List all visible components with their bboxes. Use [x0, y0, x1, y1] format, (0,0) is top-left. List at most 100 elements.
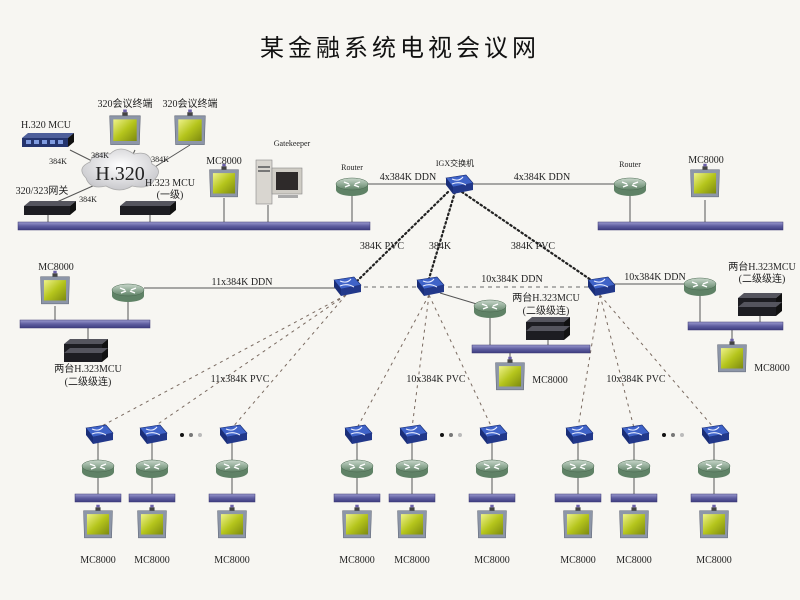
mcu-cascade-label: (二级级连)	[65, 375, 112, 388]
router-label: Router	[341, 163, 363, 172]
pvc-branch-link	[577, 294, 601, 429]
right-mid-switch-icon	[587, 276, 616, 296]
branch-switch-icon	[621, 424, 650, 444]
left-lan-bus	[19, 319, 151, 329]
ddn-link-label: 10x384K DDN	[481, 274, 542, 285]
ellipsis-dots	[440, 433, 462, 437]
branch-lan-bus	[208, 493, 256, 503]
terminal-2-monitor-icon	[174, 109, 206, 145]
mcu-unit-icon	[738, 302, 782, 316]
branch-router-icon	[617, 459, 651, 478]
mc8000-label: MC8000	[38, 262, 74, 273]
mcu-unit-icon	[64, 348, 108, 362]
link-384k-label: 384K	[79, 195, 97, 204]
pvc-branch-link	[231, 294, 347, 429]
branch-mc8000-label: MC8000	[214, 555, 250, 566]
branch-mc8000-monitor-icon	[477, 504, 507, 539]
branch-mc8000-monitor-icon	[619, 504, 649, 539]
right-mc8000-monitor-icon	[717, 338, 747, 373]
branch-router-icon	[81, 459, 115, 478]
terminal-2-label: 320会议终端	[163, 97, 218, 110]
branch-router-icon	[395, 459, 429, 478]
ddn-link-label: 4x384K DDN	[380, 172, 436, 183]
pvc-branch-link	[97, 294, 347, 429]
pvc-group-label: 10x384K PVC	[406, 374, 466, 385]
devices-layer	[17, 109, 784, 539]
ddn-link-label: 11x384K DDN	[211, 277, 272, 288]
branch-switch-icon	[479, 424, 508, 444]
top-router-icon	[335, 177, 369, 196]
mcu-cascade-label: (二级级连)	[739, 272, 786, 285]
right-mid-router-icon	[683, 277, 717, 296]
pvc-branch-link	[599, 294, 635, 429]
links-layer	[47, 144, 761, 500]
center-lan-bus	[471, 344, 591, 354]
pvc-label: 384K PVC	[511, 241, 556, 252]
ddn-link-label: 4x384K DDN	[514, 172, 570, 183]
branch-lan-bus	[333, 493, 381, 503]
branch-mc8000-label: MC8000	[616, 555, 652, 566]
branch-router-icon	[340, 459, 374, 478]
branch-switch-icon	[344, 424, 373, 444]
pvc-group-label: 11x384K PVC	[211, 374, 270, 385]
h320-mcu-label: H.320 MCU	[21, 120, 72, 131]
mc8000-label: MC8000	[754, 363, 790, 374]
pvc-label: 384K	[429, 241, 452, 252]
branch-mc8000-monitor-icon	[83, 504, 113, 539]
router-label: Router	[619, 160, 641, 169]
branch-mc8000-monitor-icon	[397, 504, 427, 539]
branch-mc8000-monitor-icon	[217, 504, 247, 539]
branch-switch-icon	[565, 424, 594, 444]
branch-router-icon	[561, 459, 595, 478]
h323-mcu-level-label: (一级)	[157, 189, 184, 201]
left-mc8000-monitor-icon	[40, 270, 70, 305]
pvc-branch-link	[411, 294, 430, 429]
branch-router-icon	[135, 459, 169, 478]
h323-mcu-level1-icon	[120, 201, 176, 215]
diagram-title: 某金融系统电视会议网	[260, 34, 540, 62]
branch-lan-bus	[690, 493, 738, 503]
link-384k-label: 384K	[49, 157, 67, 166]
branch-mc8000-label: MC8000	[134, 555, 170, 566]
pvc-branch-link	[599, 294, 715, 429]
branch-mc8000-label: MC8000	[80, 555, 116, 566]
branch-lan-bus	[388, 493, 436, 503]
gateway-icon	[24, 201, 76, 215]
gateway-label: 320/323网关	[16, 184, 69, 197]
h323-mcu-label: H.323 MCU	[145, 178, 196, 189]
right-router-icon	[613, 177, 647, 196]
branch-router-icon	[215, 459, 249, 478]
pvc-label: 384K PVC	[360, 241, 405, 252]
branch-mc8000-monitor-icon	[699, 504, 729, 539]
terminal-1-label: 320会议终端	[98, 97, 153, 110]
pvc-branch-link	[356, 294, 430, 429]
pvc-link-mid	[426, 190, 457, 284]
pvc-branch-link	[151, 294, 347, 429]
right-top-lan-bus	[597, 221, 784, 231]
left-mid-switch-icon	[333, 276, 362, 296]
mcu-stack-label: 两台H.323MCU	[728, 260, 796, 273]
h320-cloud-label: H.320	[95, 163, 144, 185]
branch-mc8000-monitor-icon	[137, 504, 167, 539]
branch-lan-bus	[74, 493, 122, 503]
branch-router-icon	[697, 459, 731, 478]
gatekeeper-label: Gatekeeper	[274, 139, 311, 148]
labels-layer: H.320 H.320 MCU 320会议终端 320会议终端 384K 384K 384K…	[16, 97, 797, 566]
branch-mc8000-label: MC8000	[474, 555, 510, 566]
mcu-stack-label: 两台H.323MCU	[512, 291, 580, 304]
branch-switch-icon	[701, 424, 730, 444]
center-mid-switch-icon	[416, 276, 445, 296]
right-mid-lan-bus	[687, 321, 784, 331]
mc8000-label: MC8000	[532, 375, 568, 386]
branch-lan-bus	[128, 493, 176, 503]
ellipsis-dots	[662, 433, 684, 437]
mc8000-label: MC8000	[206, 156, 242, 167]
branch-router-icon	[475, 459, 509, 478]
branch-lan-bus	[610, 493, 658, 503]
branch-mc8000-monitor-icon	[563, 504, 593, 539]
mcu-unit-icon	[526, 326, 570, 340]
terminal-1-monitor-icon	[109, 109, 141, 145]
pvc-group-label: 10x384K PVC	[606, 374, 666, 385]
mc8000-monitor-icon	[209, 163, 239, 198]
